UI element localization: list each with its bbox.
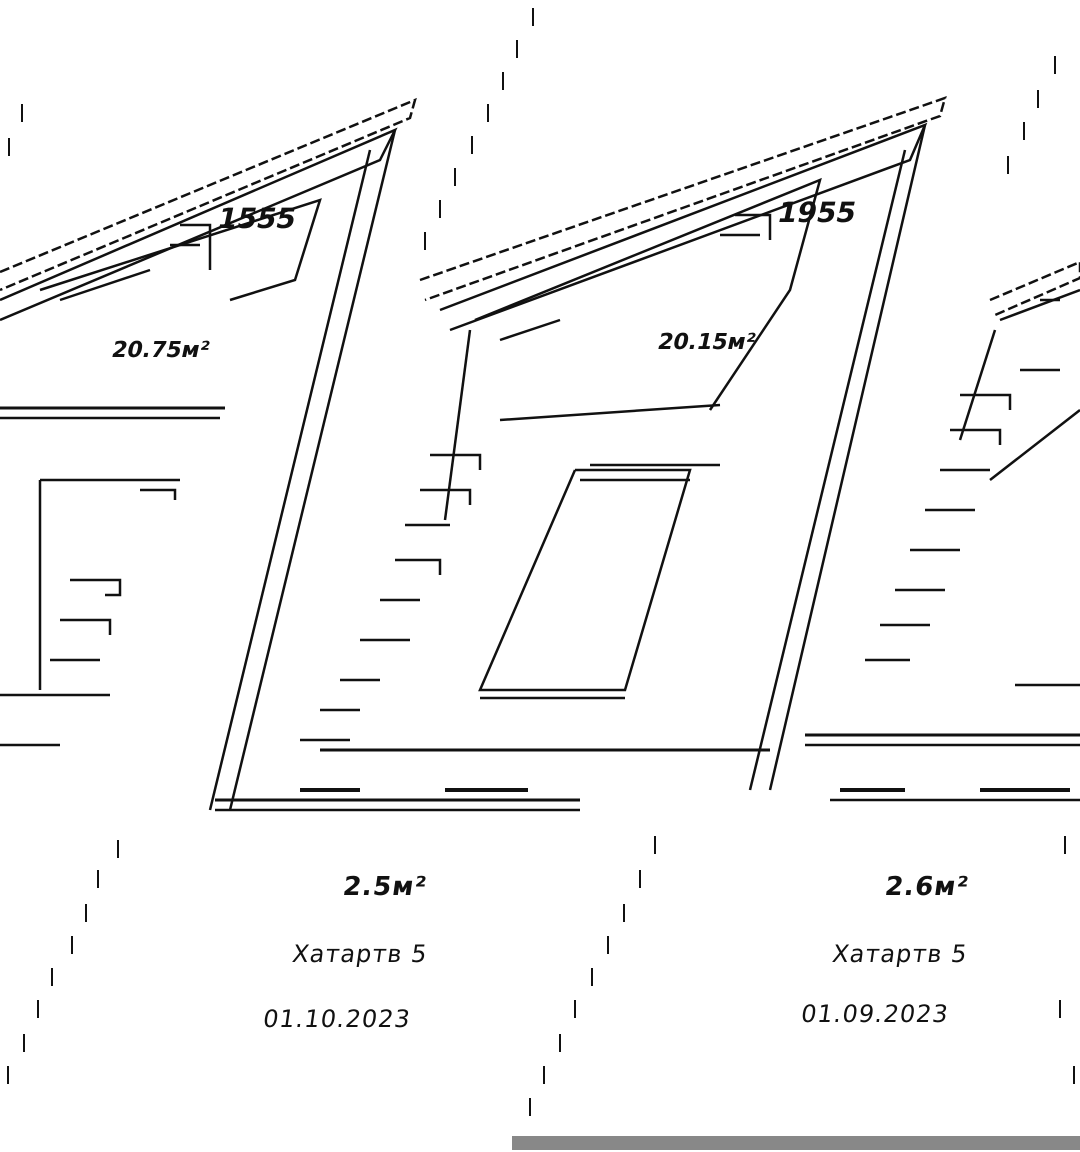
plan-2-caption-name: Хатартв 5 — [830, 940, 970, 968]
plan-1-caption-date: 01.10.2023 — [261, 1005, 413, 1033]
floor-plan-1 — [0, 97, 580, 812]
background-dash-pattern — [7, 8, 1075, 1116]
plan-2-stamp: 1955 — [774, 196, 860, 229]
plan-2-room-area: 20.15м² — [655, 330, 758, 355]
plan-2-caption-area: 2.6м² — [883, 872, 971, 902]
plan-1-room-area: 20.75м² — [109, 338, 212, 363]
plan-1-caption-name: Хатартв 5 — [290, 940, 430, 968]
floor-plan-3 — [805, 260, 1080, 802]
plan-1-stamp: 1555 — [214, 202, 300, 235]
floor-plan-2 — [300, 96, 947, 791]
plan-1-caption-area: 2.5м² — [341, 872, 429, 902]
horizontal-scrollbar[interactable] — [512, 1136, 1080, 1150]
plan-2-caption-date: 01.09.2023 — [799, 1000, 951, 1028]
